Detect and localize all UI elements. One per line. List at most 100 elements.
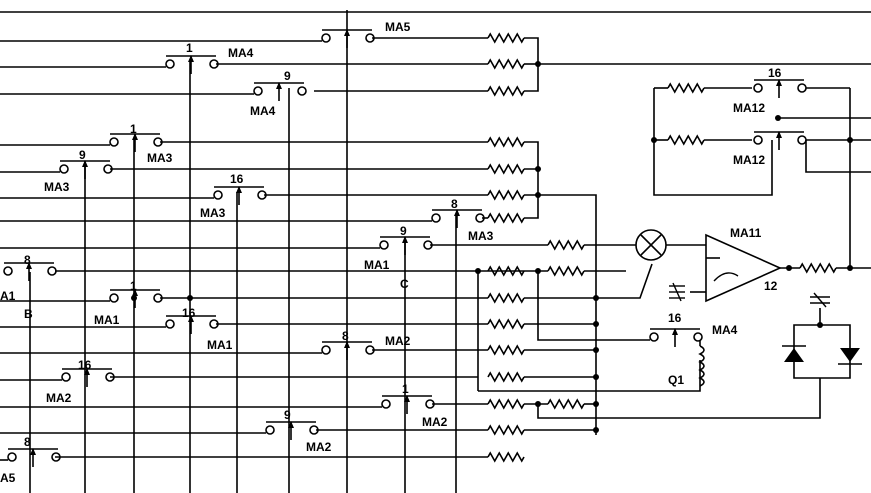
resistor-8 [487,265,525,277]
label-ma3-1-num: 1 [130,122,137,136]
junction-dot-5 [593,295,599,301]
resistor-9 [547,265,585,277]
component-labels: MA5 1 MA4 9 MA4 1 MA3 9 MA3 16 MA3 8 MA3… [0,20,782,485]
resistor-13 [487,371,525,383]
label-ma4-top: MA4 [228,46,254,60]
label-c: C [400,277,409,291]
junction-dot-9 [535,401,541,407]
label-amp-num: 12 [764,279,778,293]
label-ma3-9-num: 9 [79,148,86,162]
label-a5-8-num: 8 [24,435,31,449]
junction-dots [131,61,853,433]
label-ma1-9-num: 9 [400,224,407,238]
label-ma2-9-num: 9 [284,408,291,422]
label-ma1-16-num: 16 [182,306,196,320]
label-ma4-top-num: 1 [186,41,193,55]
switch-ma2-9 [265,421,319,440]
label-ma3-8: MA3 [468,229,494,243]
label-ma2-1-num: 1 [402,382,409,396]
label-q1: Q1 [668,373,684,387]
junction-dot-17 [817,322,823,328]
label-ma1-16: MA1 [207,338,233,352]
resistor-6 [487,212,525,224]
junction-dot-18 [187,295,193,301]
mixer-symbol [635,229,667,261]
label-ma5: MA5 [385,20,411,34]
resistor-1 [487,58,525,70]
ground-symbols [669,282,830,308]
resistor-12 [487,344,525,356]
junction-dot-16 [775,115,781,121]
label-ma2-16-num: 16 [78,358,92,372]
resistor-2 [487,85,525,97]
label-a1-8: A1 [0,289,16,303]
switch-ma12-bot [753,131,807,150]
resistor-4 [487,163,525,175]
label-ma3-16-num: 16 [230,172,244,186]
resistor-7 [547,239,585,251]
switch-ma3-16 [213,186,267,205]
control-lines [29,10,457,493]
label-ma12-top: MA12 [733,101,765,115]
label-ma4-right: MA4 [712,323,738,337]
label-ma1-1-num: 1 [130,279,137,293]
label-ma1-1: MA1 [94,313,120,327]
junction-dot-10 [593,401,599,407]
resistor-15 [547,398,585,410]
switch-ma2-1 [381,395,435,414]
resistor-3 [487,136,525,148]
label-ma2-1: MA2 [422,415,448,429]
junction-dot-6 [593,321,599,327]
resistor-14 [487,398,525,410]
switch-ma4-top [165,55,219,74]
junction-dot-2 [535,192,541,198]
switch-output-wires [55,37,548,458]
switch-ma3-9 [59,160,113,179]
switch-ma1-16 [165,315,219,334]
switch-ma12-top [753,79,807,98]
resistor-10 [487,292,525,304]
switch-ma5 [321,29,375,48]
resistor-18 [667,82,705,94]
label-ma2-8: MA2 [385,334,411,348]
resistor-17 [487,451,525,463]
switch-ma1-9 [379,236,433,255]
label-ma3-1: MA3 [147,151,173,165]
diode-bridge [782,308,862,379]
relay-ma4 [698,340,705,387]
resistor-5 [487,189,525,201]
junction-dot-19 [131,295,137,301]
contact-switches [3,29,807,467]
switch-ma2-16 [61,368,115,387]
label-ma11: MA11 [730,226,762,240]
junction-dot-8 [593,374,599,380]
label-ma12-bot: MA12 [733,153,765,167]
switch-ma2-8 [321,341,375,360]
resistor-11 [487,318,525,330]
switch-a5-8 [7,448,61,467]
label-ma1-9: MA1 [364,258,390,272]
junction-dot-4 [475,268,481,274]
junction-dot-13 [847,265,853,271]
junction-dot-14 [651,137,657,143]
label-ma4-9: MA4 [250,104,276,118]
label-ma3-9: MA3 [44,180,70,194]
junction-dot-0 [535,61,541,67]
junction-dot-1 [535,166,541,172]
resistor-0 [487,32,525,44]
resistor-20 [799,262,837,274]
label-ma4-9-num: 9 [284,69,291,83]
label-ma2-16: MA2 [46,391,72,405]
label-ma3-8-num: 8 [451,197,458,211]
resistor-19 [667,134,705,146]
label-ma4-right-num: 16 [668,311,682,325]
label-a5-8: A5 [0,471,16,485]
label-ma3-16: MA3 [200,206,226,220]
label-a1-8-num: 8 [24,253,31,267]
label-ma2-8-num: 8 [342,329,349,343]
label-ma2-9: MA2 [306,440,332,454]
switch-ma4-9 [253,82,307,101]
junction-dot-11 [593,427,599,433]
